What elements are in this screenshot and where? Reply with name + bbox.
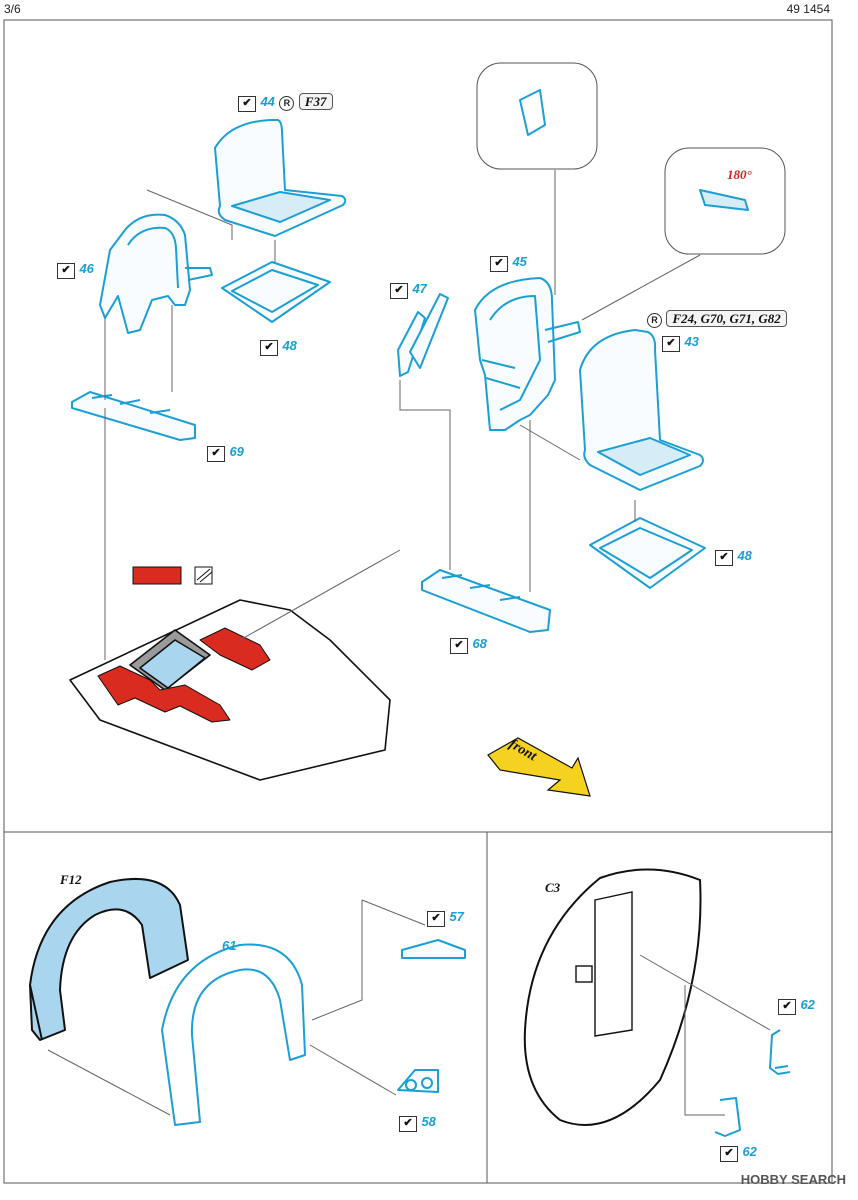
check-box[interactable]: ✔ <box>778 999 796 1015</box>
rail-68 <box>421 569 551 633</box>
rail-69 <box>71 391 196 441</box>
label-part-48-right: ✔ 48 <box>715 547 752 566</box>
label-part-62-upper: ✔ 62 <box>778 996 815 1015</box>
seat-frame-46 <box>99 213 191 334</box>
cockpit-floor <box>69 599 391 781</box>
label-part-69: ✔ 69 <box>207 443 244 462</box>
check-box[interactable]: ✔ <box>260 340 278 356</box>
check-box[interactable]: ✔ <box>450 638 468 654</box>
bracket-57 <box>401 939 466 959</box>
check-box[interactable]: ✔ <box>57 263 75 279</box>
label-part-46: ✔ 46 <box>57 260 94 279</box>
label-part-43: ✔ 43 <box>662 333 699 352</box>
arch-61 <box>161 943 306 1126</box>
label-part-62-lower: ✔ 62 <box>720 1143 757 1162</box>
check-box[interactable]: ✔ <box>720 1146 738 1162</box>
product-code: 49 1454 <box>786 2 830 16</box>
label-part-68: ✔ 68 <box>450 635 487 654</box>
front-arrow <box>487 737 591 797</box>
page-number: 3/6 <box>4 2 21 16</box>
label-part-58: ✔ 58 <box>399 1113 436 1132</box>
label-part-44: ✔ 44 R F37 <box>238 93 333 112</box>
subassembly-f12: F12 <box>60 872 82 887</box>
subassembly-c3: C3 <box>545 880 561 895</box>
tray-48-right <box>589 517 706 589</box>
gauge-58 <box>397 1069 439 1093</box>
tray-48-left <box>221 261 331 323</box>
label-part-45: ✔ 45 <box>490 253 527 272</box>
bulkhead-f12 <box>29 878 189 1041</box>
check-box[interactable]: ✔ <box>715 550 733 566</box>
check-box[interactable]: ✔ <box>238 96 256 112</box>
rotate-180-callout: 180° <box>727 167 752 182</box>
label-part-61: 61 <box>222 938 237 953</box>
check-box[interactable]: ✔ <box>207 446 225 462</box>
handle-62-lower <box>714 1097 741 1137</box>
label-part-43-ref: R F24, G70, G71, G82 <box>647 310 787 328</box>
handle-62-upper <box>769 1029 791 1075</box>
watermark: HOBBY SEARCH <box>740 1172 846 1187</box>
check-box[interactable]: ✔ <box>427 911 445 927</box>
label-part-48-left: ✔ 48 <box>260 337 297 356</box>
check-box[interactable]: ✔ <box>490 256 508 272</box>
check-box[interactable]: ✔ <box>390 283 408 299</box>
bulkhead-c3 <box>523 868 702 1126</box>
label-part-47: ✔ 47 <box>390 280 427 299</box>
paint-swatch <box>132 566 182 585</box>
label-part-57: ✔ 57 <box>427 908 464 927</box>
check-box[interactable]: ✔ <box>662 336 680 352</box>
seat-frame-45 <box>474 277 556 431</box>
check-box[interactable]: ✔ <box>399 1116 417 1132</box>
